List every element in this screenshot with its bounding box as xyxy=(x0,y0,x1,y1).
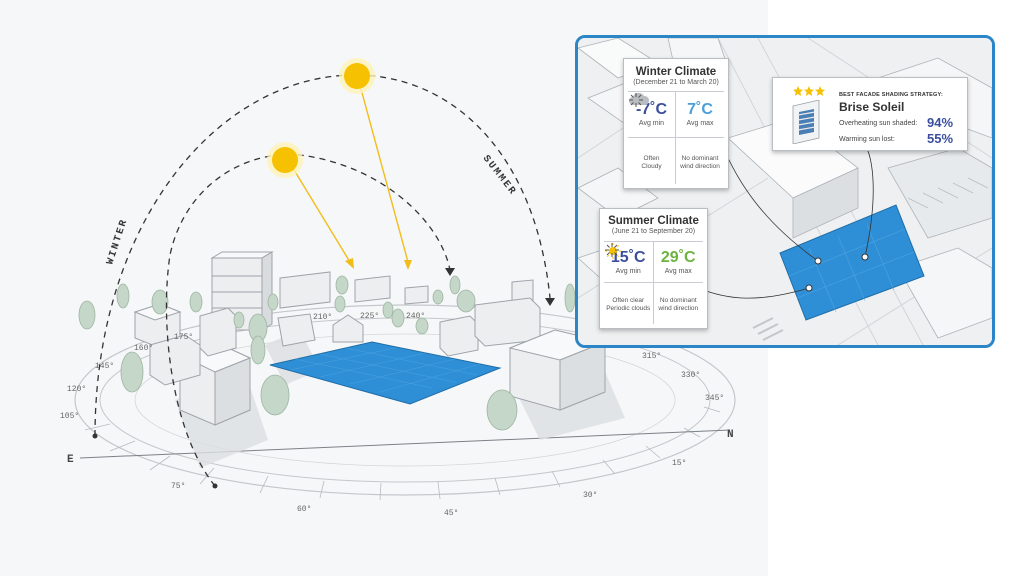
summer-arc-label: SUMMER xyxy=(480,154,518,199)
summer-wind-text: No dominant wind direction xyxy=(658,297,699,312)
summer-arc xyxy=(94,74,551,437)
degree-label: 145° xyxy=(95,362,114,371)
warming-lost-label: Warming sun lost: xyxy=(839,136,895,143)
overheating-label: Overheating sun shaded: xyxy=(839,120,918,127)
degree-label: 160° xyxy=(134,344,153,353)
inset-crosswalk xyxy=(752,317,784,341)
winter-sky-text: Often Cloudy xyxy=(641,154,662,170)
degree-label: 30° xyxy=(583,491,597,500)
summer-card-title: Summer Climate xyxy=(608,215,699,227)
degree-label: 175° xyxy=(174,333,193,342)
strategy-name: Brise Soleil xyxy=(839,100,905,114)
buildings xyxy=(133,251,607,426)
summer-max-cell: 29˚C Avg max xyxy=(653,242,703,283)
degree-label: 60° xyxy=(297,505,311,514)
sun-ray-arrowheads xyxy=(345,258,412,270)
degree-label: 225° xyxy=(360,312,379,321)
building-right-cluster xyxy=(439,297,607,411)
strategy-kicker: BEST FACADE SHADING STRATEGY: xyxy=(839,92,943,98)
solar-panel-array xyxy=(269,341,502,405)
sun-path-arcs xyxy=(94,74,551,487)
cloud-icon xyxy=(629,92,650,105)
summer-card-dates: (June 21 to September 20) xyxy=(611,228,696,235)
cardinal-east: E xyxy=(67,454,74,466)
winter-max-label: Avg max xyxy=(686,120,714,127)
winter-wind-text: No dominant wind direction xyxy=(680,154,720,170)
site-sun-path-diagram: WINTER SUMMER E N 75° 60° 45° 30° 15° 34… xyxy=(60,58,736,518)
degree-label: 315° xyxy=(642,352,661,361)
winter-max-cell: 7˚C Avg max xyxy=(676,92,724,138)
degree-label: 210° xyxy=(313,313,332,322)
degree-label: 105° xyxy=(60,412,79,421)
rating-stars-icon xyxy=(793,86,825,96)
inset-parking xyxy=(907,177,989,209)
summer-max-temp: 29˚C xyxy=(660,248,696,266)
compass-ticks xyxy=(84,406,721,501)
winter-wind-cell: No dominant wind direction xyxy=(629,93,724,184)
winter-climate-card: Winter Climate (December 21 to March 20)… xyxy=(623,58,729,189)
warming-lost-value: 55% xyxy=(927,131,954,146)
inset-aerial-view: Winter Climate (December 21 to March 20)… xyxy=(575,35,995,348)
summer-min-temp: 15˚C xyxy=(610,248,646,266)
summer-sky-text: Often clear Periodic clouds xyxy=(606,297,651,312)
trees xyxy=(78,275,576,431)
degree-label: 120° xyxy=(67,385,86,394)
arc-arrows xyxy=(445,268,555,306)
winter-card-dates: (December 21 to March 20) xyxy=(633,79,719,86)
sun-rays xyxy=(287,77,409,263)
wind-calm-icon xyxy=(605,243,619,257)
winter-arc xyxy=(165,153,451,487)
winter-min-cell: -7˚C Avg min xyxy=(628,92,676,138)
winter-min-label: Avg min xyxy=(638,120,665,127)
compass-degree-labels: 75° 60° 45° 30° 15° 345° 330° 315° 105° … xyxy=(60,312,724,518)
compass-ground xyxy=(74,304,736,496)
building-row-back xyxy=(279,271,534,309)
shading-strategy-card: BEST FACADE SHADING STRATEGY: Brise Sole… xyxy=(772,77,968,151)
winter-sky-cell: Often Cloudy xyxy=(628,92,676,184)
summer-climate-card: Summer Climate (June 21 to September 20)… xyxy=(599,208,708,329)
inset-marker-dots xyxy=(805,253,869,292)
brise-soleil-icon xyxy=(792,100,820,144)
cardinal-north: N xyxy=(727,429,734,441)
wind-calm-icon xyxy=(629,93,643,107)
degree-label: 45° xyxy=(444,509,458,518)
degree-label: 240° xyxy=(406,312,425,321)
summer-max-label: Avg max xyxy=(664,267,692,275)
summer-min-label: Avg min xyxy=(615,267,641,275)
summer-min-cell: 15˚C Avg min xyxy=(604,242,654,283)
summer-sun-icon xyxy=(339,58,375,94)
degree-label: 75° xyxy=(171,482,185,491)
summer-arc-start-dot xyxy=(92,433,98,439)
degree-label: 15° xyxy=(672,459,686,468)
winter-sun-icon xyxy=(267,142,303,178)
summer-sky-cell: Often clear Periodic clouds xyxy=(604,243,654,324)
building-house-center xyxy=(277,313,364,347)
compass-axes xyxy=(79,429,731,459)
winter-max-temp: 7˚C xyxy=(687,101,713,118)
overheating-value: 94% xyxy=(927,115,954,130)
sun-icon xyxy=(605,243,621,259)
degree-label: 330° xyxy=(681,371,700,380)
winter-min-temp: -7˚C xyxy=(635,101,668,118)
degree-label: 345° xyxy=(705,394,724,403)
summer-wind-cell: No dominant wind direction xyxy=(605,243,704,324)
winter-card-title: Winter Climate xyxy=(635,66,717,78)
building-mid-left xyxy=(149,307,237,386)
winter-arc-start-dot xyxy=(212,483,218,489)
inset-solar-panel xyxy=(779,204,925,321)
